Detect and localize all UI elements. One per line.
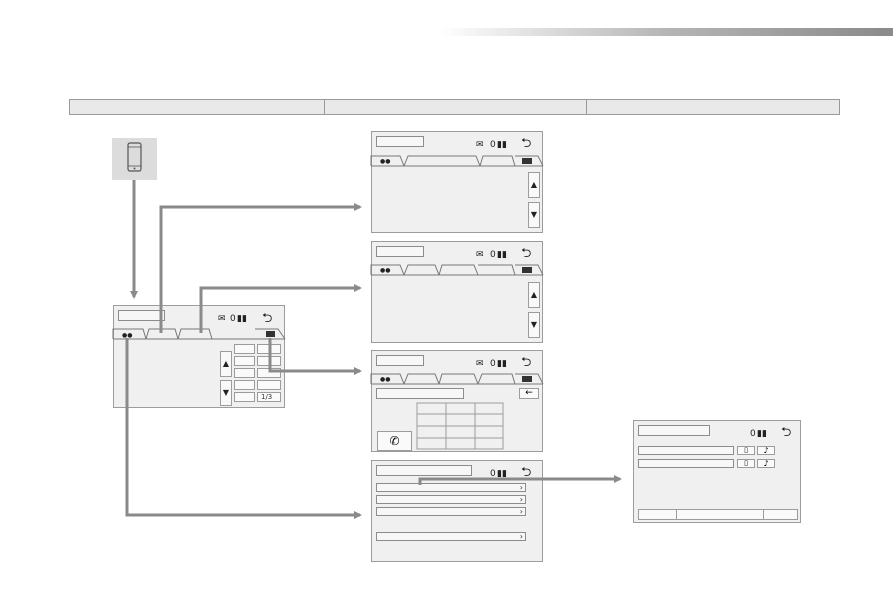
grid-menu-icon[interactable] [522,267,532,273]
arrow-to-contacts [159,203,362,333]
backspace-button[interactable]: ← [519,388,539,399]
battery-icon: ▮▮ [497,140,507,150]
back-arrow-icon[interactable]: ⮌ [262,311,273,326]
header-divider [324,100,325,114]
screen-call-log: ✉ 0 ▮▮ ⮌ ▲ ▼ [371,241,543,343]
screen-title-box [638,425,710,436]
keypad-cell[interactable] [234,368,255,378]
arrow-to-dial-pad [268,338,362,375]
top-gradient-bar [440,28,893,36]
keypad-cell[interactable] [234,392,255,402]
screen-title-box [118,310,165,321]
message-icon: ✉ [476,250,484,260]
screen-contacts-list: ✉ 0 ▮▮ ⮌ ▲ ▼ [371,131,543,233]
screen-title-box [376,136,424,147]
screen2-tab-bar[interactable]: ●● [370,264,544,276]
back-arrow-icon[interactable]: ⮌ [521,246,532,261]
scroll-up-button[interactable]: ▲ [220,351,232,377]
battery-icon: ▮▮ [497,250,507,260]
back-arrow-icon[interactable]: ⮌ [521,465,532,480]
message-icon: ✉ [476,140,484,150]
menu-row[interactable]: › [376,483,526,492]
signal-icon: 0 [490,359,496,369]
screen1-tab-bar[interactable]: ●● [370,155,544,167]
signal-icon: 0 [230,314,236,324]
menu-row[interactable]: › [376,507,526,516]
screen-dial-pad: ✉ 0 ▮▮ ⮌ ← ✆ [371,350,543,452]
battery-icon: ▮▮ [497,469,507,479]
keypad-cell[interactable] [234,380,255,390]
scroll-down-button[interactable]: ▼ [528,312,540,338]
scroll-down-button[interactable]: ▼ [220,380,232,406]
device-row[interactable] [638,459,734,468]
bluetooth-icon: ●● [380,267,390,274]
screen3-tab-bar[interactable]: ●● [370,373,544,385]
arrow-to-profile [418,475,622,485]
table-header [69,99,840,115]
battery-icon: ▮▮ [757,429,767,439]
keypad-grid[interactable] [372,351,544,453]
message-icon: ✉ [476,359,484,369]
signal-icon: 0 [750,429,756,439]
keypad-cell[interactable] [257,380,281,390]
menu-row[interactable]: › [376,495,526,504]
pagination-label: 1/3 [261,393,273,401]
main-tab-bar[interactable]: ●● [112,328,286,340]
grid-menu-icon[interactable] [522,158,532,164]
main-phone-screen: ✉ 0 ▮▮ ⮌ ▲ ▼ 1/3 [113,305,285,408]
signal-icon: 0 [490,250,496,260]
bluetooth-icon: ●● [380,158,390,165]
signal-icon: 0 [490,469,496,479]
back-arrow-icon[interactable]: ⮌ [521,355,532,370]
music-note-icon[interactable]: ♪ [757,446,775,455]
screen-title-box [376,355,424,366]
pagination-button[interactable]: 1/3 [257,392,281,402]
grid-menu-icon[interactable] [522,376,532,382]
screen-profile-detail: 0 ▮▮ ⮌ ▯ ♪ ▯ ♪ [633,420,801,523]
keypad-cell[interactable] [234,356,255,366]
phone-device-icon [127,142,142,172]
scroll-down-button[interactable]: ▼ [528,202,540,228]
device-row[interactable] [638,446,734,455]
call-button[interactable]: ✆ [377,431,412,451]
menu-row[interactable]: › [376,532,526,541]
scroll-up-button[interactable]: ▲ [528,282,540,308]
message-icon: ✉ [218,314,226,324]
battery-icon: ▮▮ [497,359,507,369]
screen-settings-menu: 0 ▮▮ ⮌ › › › › [371,460,543,562]
microphone-icon[interactable]: ▯ [737,446,755,455]
header-divider [586,100,587,114]
screen-title-box [376,246,424,257]
bluetooth-icon: ●● [122,332,132,339]
signal-icon: 0 [490,140,496,150]
scroll-up-button[interactable]: ▲ [528,172,540,198]
back-arrow-icon[interactable]: ⮌ [781,425,792,440]
battery-icon: ▮▮ [237,314,247,324]
bottom-toolbar[interactable] [638,509,798,520]
screen-title-box [376,465,472,476]
arrow-to-call-log [199,284,362,333]
bluetooth-icon: ●● [380,376,390,383]
music-note-icon[interactable]: ♪ [757,459,775,468]
keypad-cell[interactable] [234,344,255,354]
back-arrow-icon[interactable]: ⮌ [521,136,532,151]
arrow-to-settings [125,338,362,519]
number-entry-field[interactable] [376,388,464,399]
phone-device [112,138,157,180]
grid-menu-icon[interactable] [266,331,275,337]
microphone-icon[interactable]: ▯ [737,459,755,468]
